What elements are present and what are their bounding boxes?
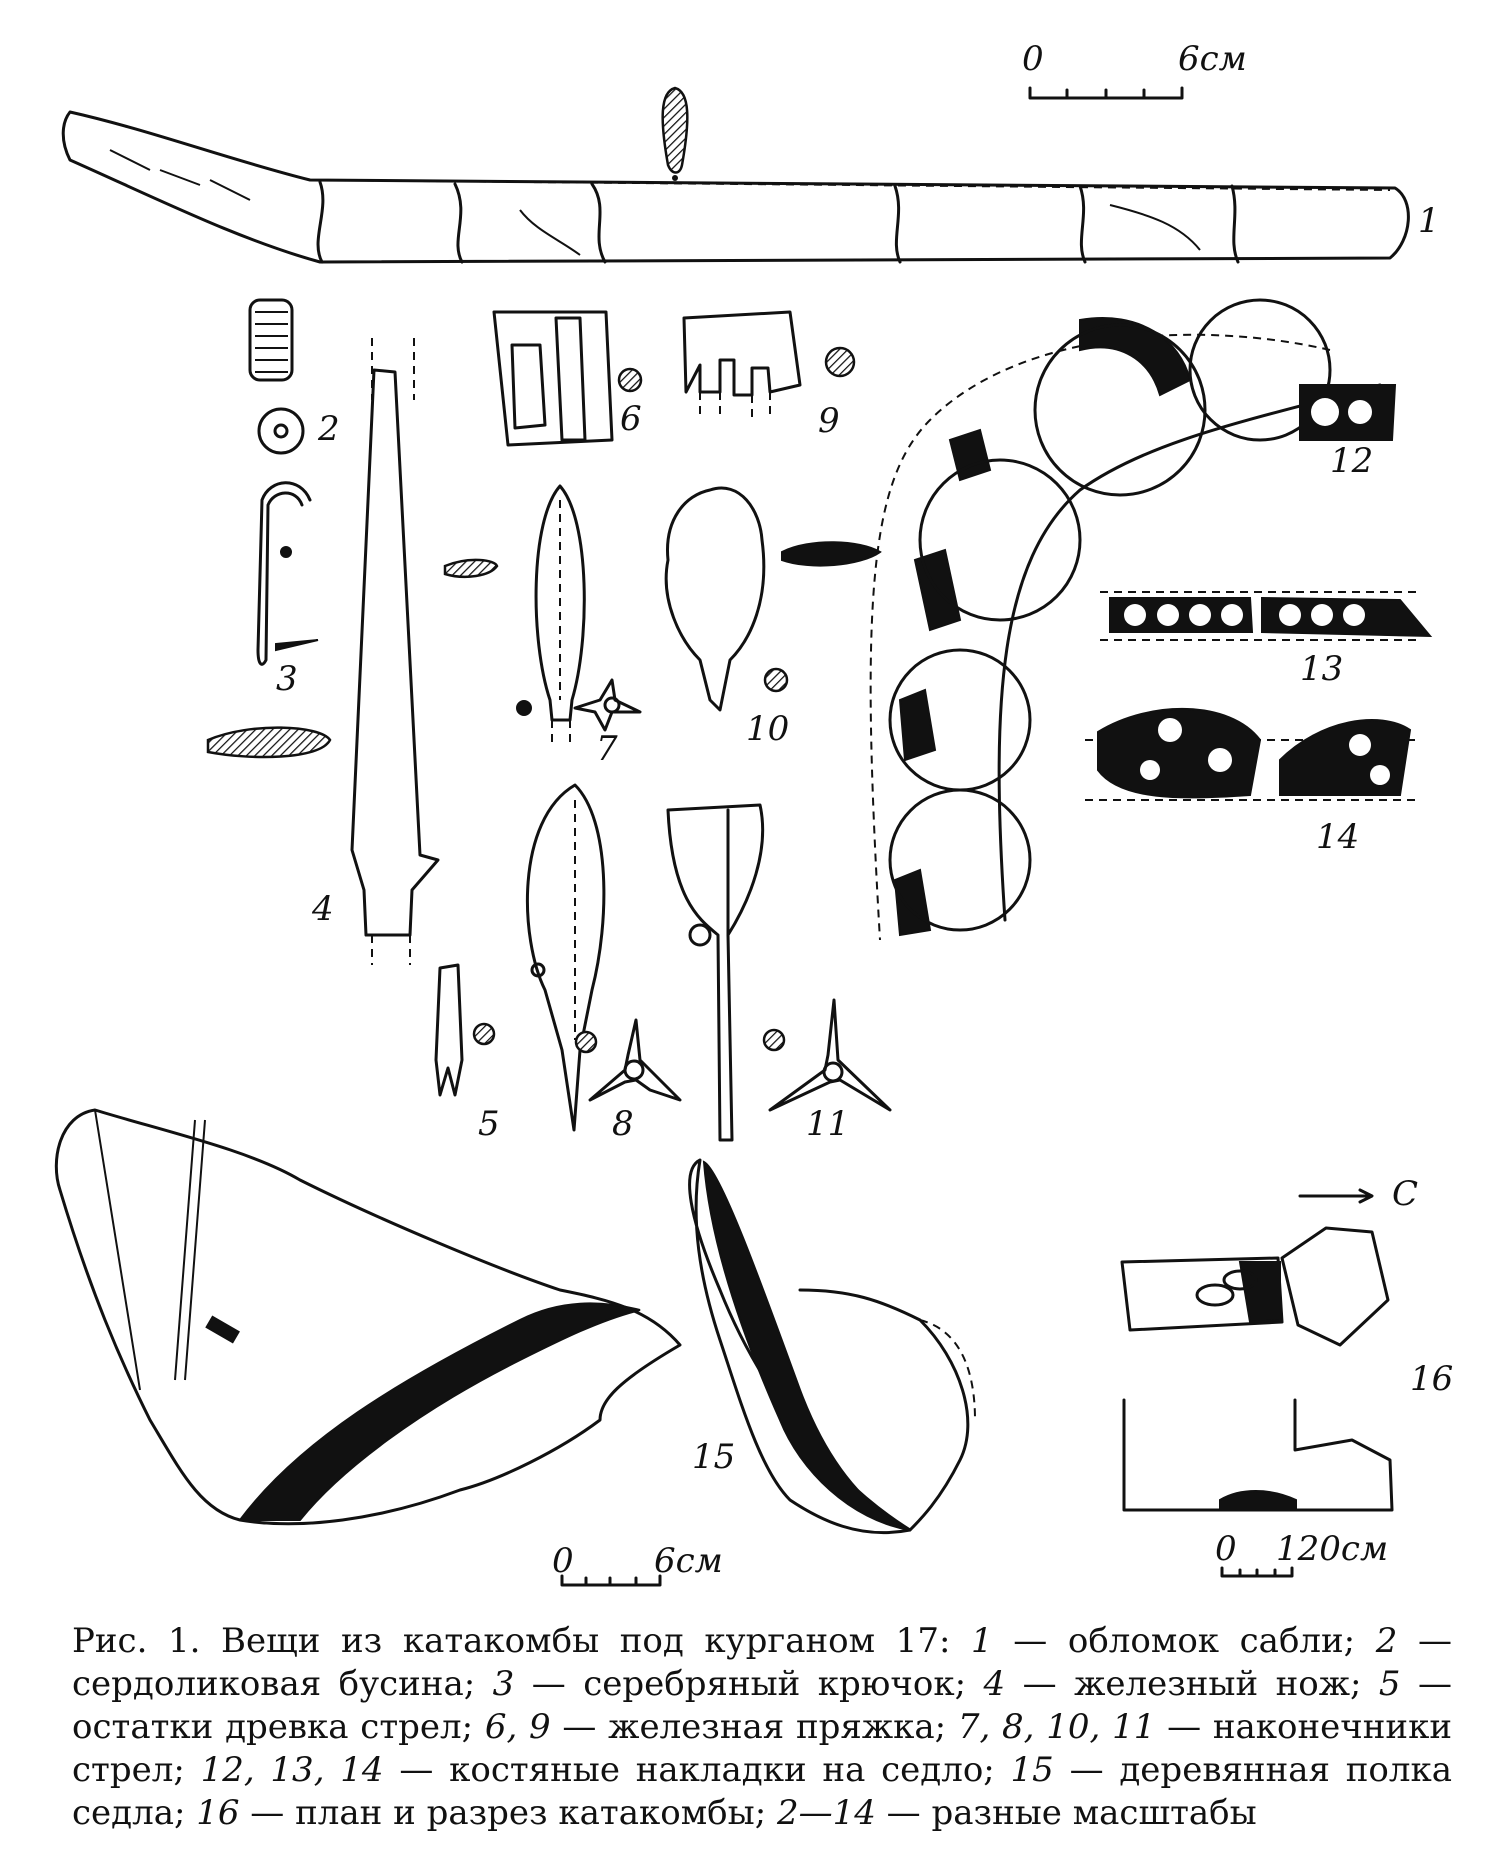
caption-item-text: — серебряный крючок; (514, 1664, 984, 1704)
figure-illustration: 0 6см 1 2 3 4 5 (54, 39, 1453, 1587)
label-13: 13 (1300, 649, 1343, 689)
scale-bottom-zero: 0 (552, 1541, 574, 1581)
figure-caption: Рис. 1. Вещи из катакомбы под курганом 1… (72, 1620, 1452, 1835)
bone-saddle-plate-13-drawing: 13 (1100, 591, 1433, 689)
bone-saddle-plate-12-drawing: 12 (869, 298, 1397, 941)
arrowhead-7-drawing: 7 (516, 484, 642, 769)
scale-top-end: 6см (1178, 39, 1247, 79)
label-9: 9 (818, 401, 840, 441)
caption-item-num: 1 (971, 1621, 993, 1661)
label-10: 10 (746, 709, 789, 749)
iron-knife-drawing: 4 (206, 338, 499, 965)
scale-bar-bottom: 0 6см (552, 1541, 723, 1587)
wooden-saddle-board-drawing: 15 (54, 1108, 976, 1535)
caption-item-text: — сердоликовая бусина; (72, 1621, 1452, 1704)
caption-item-text: — наконечники стрел; (72, 1707, 1452, 1790)
label-11: 11 (806, 1104, 849, 1144)
caption-item-num: 16 (196, 1793, 240, 1833)
caption-item-text: — деревянная полка седла; (72, 1750, 1452, 1833)
scale-bottom-end: 6см (654, 1541, 723, 1581)
arrowhead-10-drawing: 10 (664, 486, 882, 749)
caption-item-text: — обломок сабли; (992, 1621, 1376, 1661)
label-15: 15 (692, 1437, 735, 1477)
caption-item-text: — железный нож; (1005, 1664, 1379, 1704)
caption-item-num: 12, 13, 14 (200, 1750, 384, 1790)
scale-top-zero: 0 (1022, 39, 1044, 79)
iron-buckle-9-drawing: 9 (682, 310, 856, 441)
scale-plan-zero: 0 (1215, 1529, 1237, 1569)
catacomb-plan-section-drawing: С 16 0 120см (1120, 1174, 1453, 1578)
sabre-fragment-drawing: 1 (61, 86, 1440, 264)
label-12: 12 (1330, 441, 1373, 481)
arrowhead-8-drawing: 8 (525, 783, 682, 1144)
label-16: 16 (1410, 1359, 1453, 1399)
caption-item-num: 6, 9 (484, 1707, 551, 1747)
label-14: 14 (1316, 817, 1359, 857)
label-2: 2 (317, 409, 340, 449)
caption-item-text: — разные масштабы (875, 1793, 1257, 1833)
label-6: 6 (620, 399, 642, 439)
scale-bar-top: 0 6см (1022, 39, 1247, 100)
caption-item-text: — план и разрез катакомбы; (239, 1793, 777, 1833)
caption-item-num: 3 (492, 1664, 515, 1704)
scale-plan-end: 120см (1276, 1529, 1388, 1569)
caption-item-num: 15 (1010, 1750, 1054, 1790)
carnelian-bead-drawing: 2 (248, 298, 340, 455)
arrow-shaft-remains-drawing: 5 (434, 963, 500, 1144)
north-arrow-label: С (1392, 1174, 1418, 1214)
silver-hook-drawing: 3 (256, 481, 319, 699)
label-5: 5 (478, 1104, 500, 1144)
label-3: 3 (276, 659, 298, 699)
arrowhead-11-drawing: 11 (666, 803, 892, 1144)
caption-item-num: 4 (983, 1664, 1006, 1704)
caption-item-text: — остатки древка стрел; (72, 1664, 1453, 1747)
caption-item-num: 2 (1375, 1621, 1398, 1661)
label-8: 8 (612, 1104, 634, 1144)
caption-prefix: Рис. 1. Вещи из катакомбы под курганом 1… (72, 1621, 972, 1661)
caption-item-num: 2—14 (776, 1793, 876, 1833)
caption-item-text: — костяные накладки на седло; (383, 1750, 1011, 1790)
label-1: 1 (1418, 201, 1440, 241)
label-7: 7 (596, 729, 618, 769)
iron-buckle-6-drawing: 6 (492, 310, 643, 447)
bone-saddle-plate-14-drawing: 14 (1085, 708, 1420, 857)
caption-item-text: — железная пряжка; (550, 1707, 958, 1747)
caption-item-num: 7, 8, 10, 11 (957, 1707, 1156, 1747)
label-4: 4 (311, 889, 334, 929)
caption-item-num: 5 (1378, 1664, 1401, 1704)
